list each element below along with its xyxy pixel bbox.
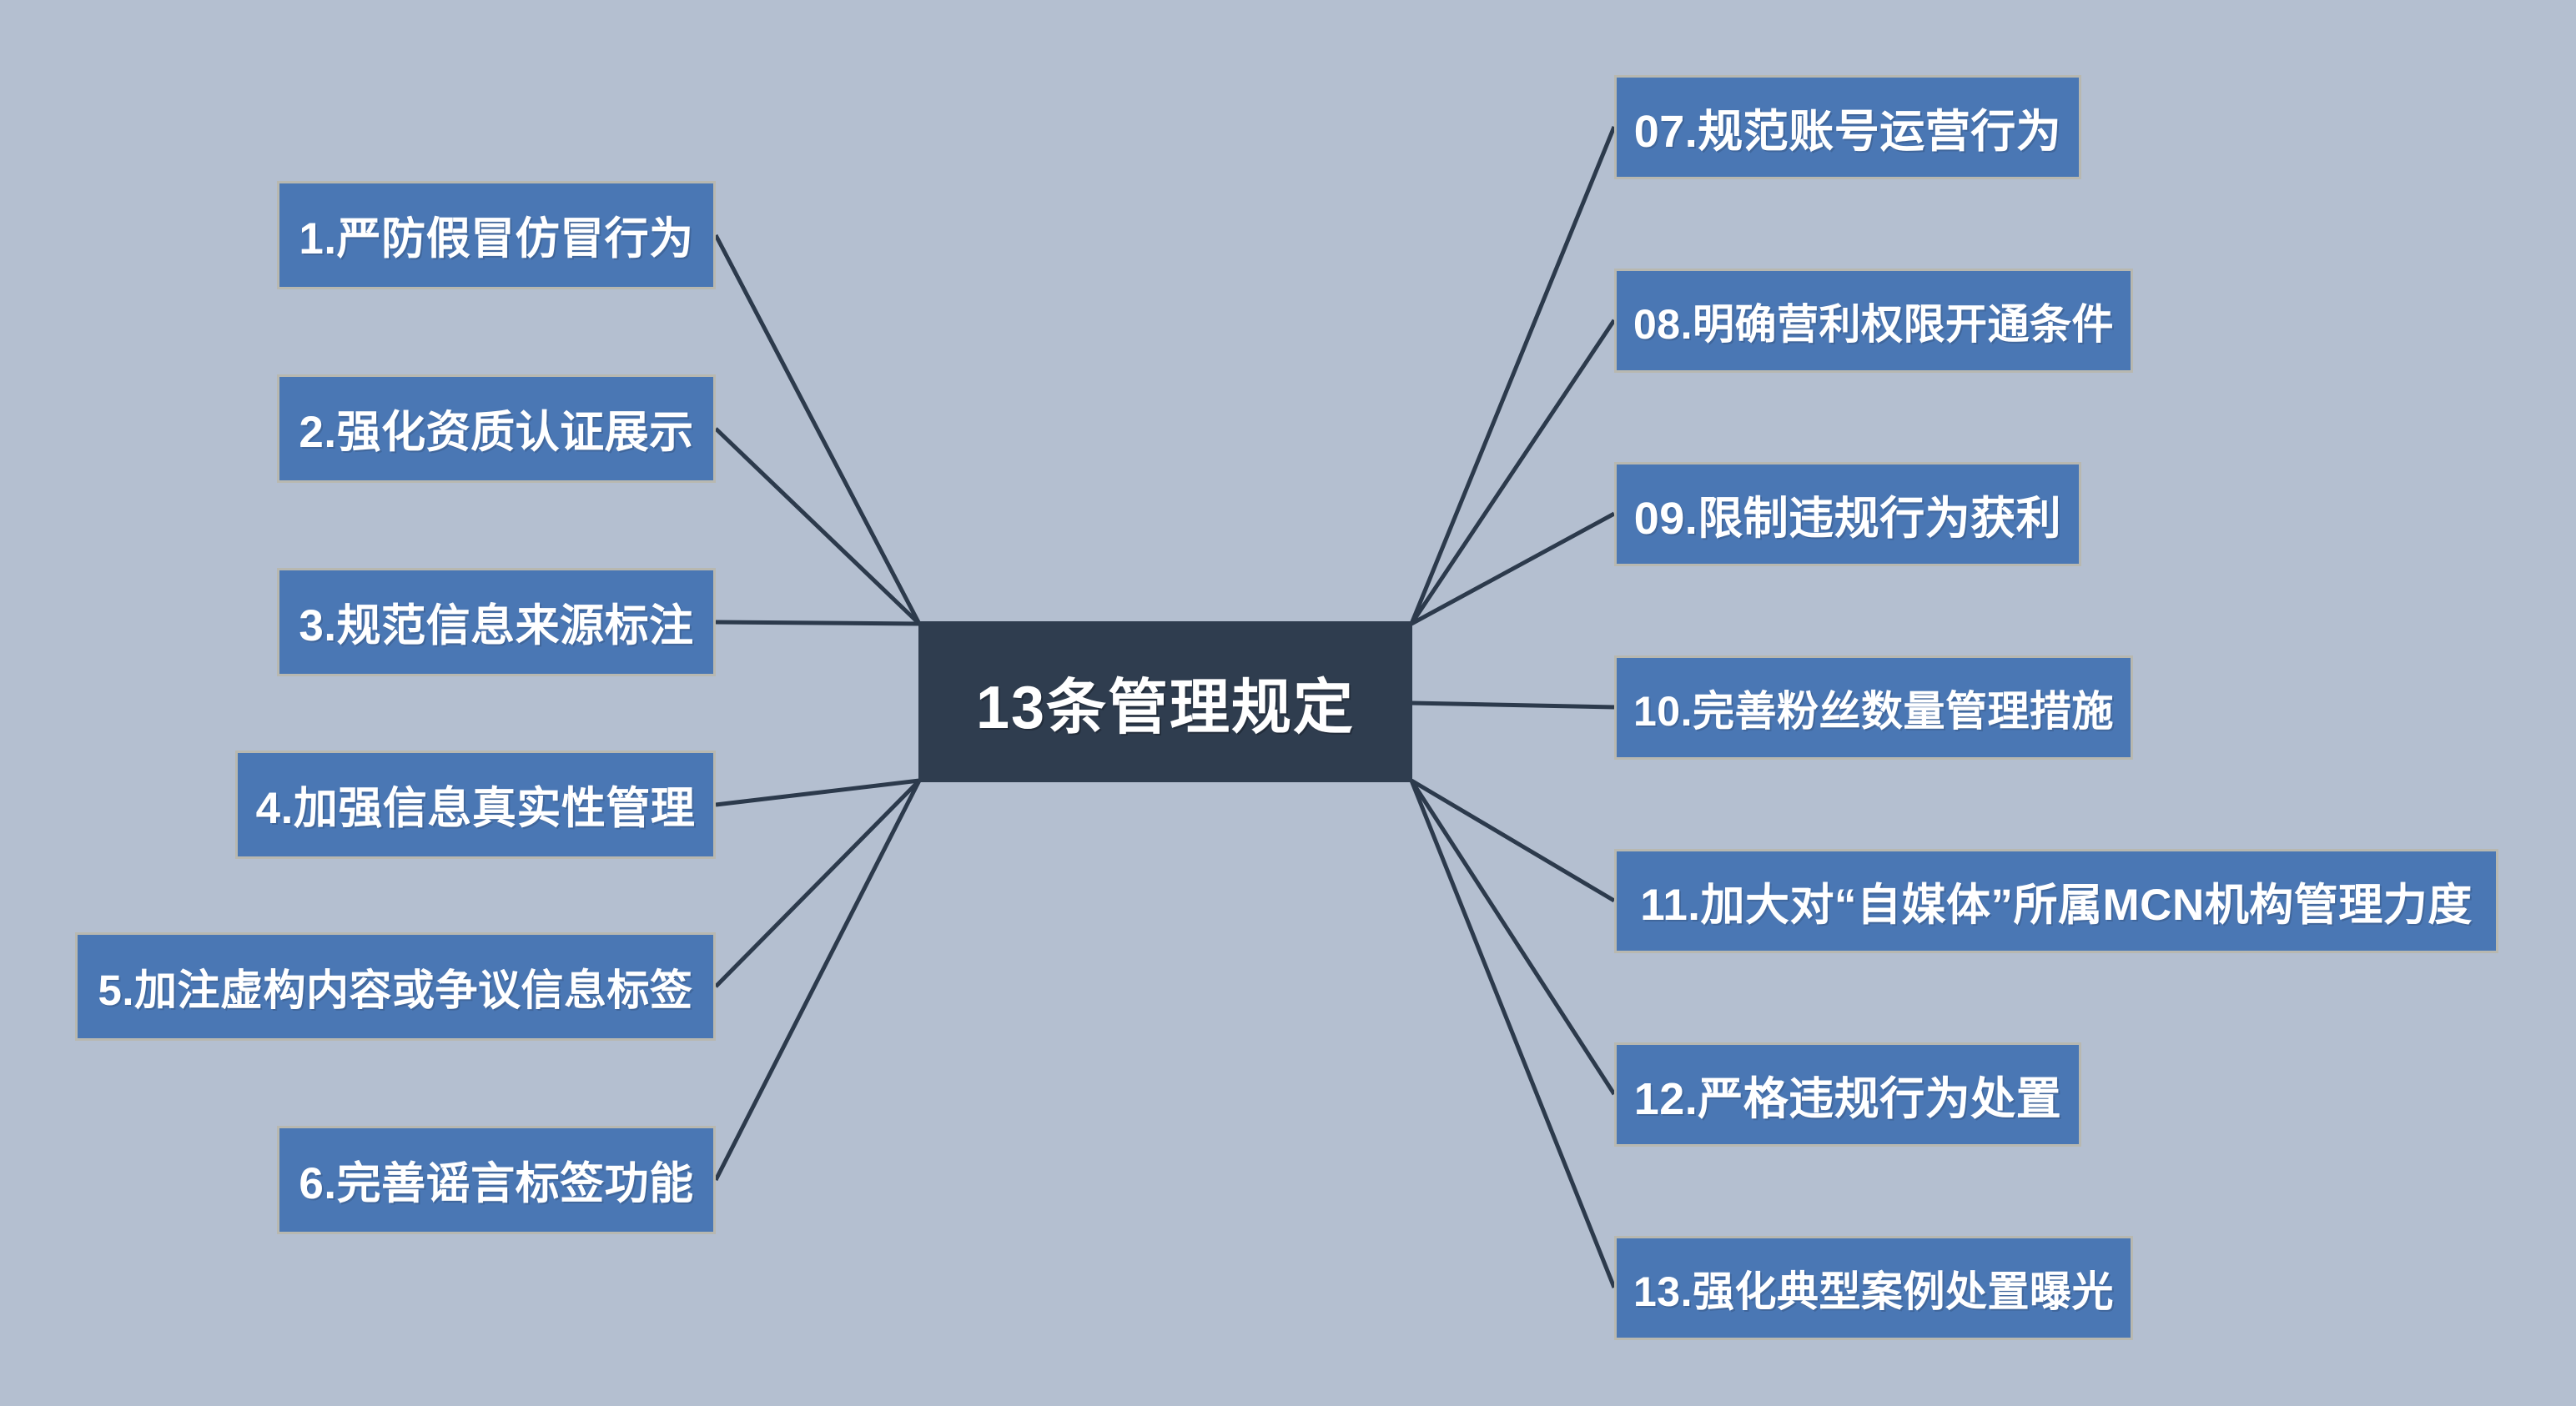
node-4[interactable]: 4.加强信息真实性管理 — [235, 751, 716, 859]
node-10-label: 10.完善粉丝数量管理措施 — [1633, 687, 2115, 735]
connector-line — [1409, 126, 1617, 625]
node-7-label: 07.规范账号运营行为 — [1633, 107, 2062, 157]
connector-line — [714, 427, 921, 625]
connector-line — [1411, 700, 1615, 710]
connector-line — [1409, 780, 1617, 1288]
node-8-label: 08.明确营利权限开通条件 — [1633, 300, 2115, 348]
connector-line — [1409, 779, 1617, 1096]
node-11-label: 11.加大对“自媒体”所属MCN机构管理力度 — [1640, 880, 2473, 930]
connector-line — [714, 779, 921, 988]
node-9-label: 09.限制违规行为获利 — [1633, 494, 2062, 544]
node-5-label: 5.加注虚构内容或争议信息标签 — [98, 967, 693, 1014]
node-6-label: 6.完善谣言标签功能 — [299, 1159, 694, 1208]
connector-line — [1409, 319, 1617, 625]
node-10[interactable]: 10.完善粉丝数量管理措施 — [1614, 655, 2133, 760]
node-6[interactable]: 6.完善谣言标签功能 — [277, 1126, 716, 1234]
node-9[interactable]: 09.限制违规行为获利 — [1614, 462, 2081, 566]
center-node-label: 13条管理规定 — [975, 675, 1356, 741]
node-1[interactable]: 1.严防假冒仿冒行为 — [277, 181, 716, 289]
node-3[interactable]: 3.规范信息来源标注 — [277, 568, 716, 676]
node-1-label: 1.严防假冒仿冒行为 — [299, 214, 694, 264]
node-13-label: 13.强化典型案例处置曝光 — [1633, 1268, 2115, 1315]
node-4-label: 4.加强信息真实性管理 — [255, 784, 696, 833]
node-3-label: 3.规范信息来源标注 — [299, 601, 694, 650]
node-8[interactable]: 08.明确营利权限开通条件 — [1614, 269, 2133, 373]
connector-line — [715, 620, 920, 626]
connector-line — [1410, 511, 1616, 626]
connector-line — [1410, 778, 1616, 903]
center-node[interactable]: 13条管理规定 — [918, 621, 1412, 782]
connector-line — [713, 233, 922, 625]
connector-line — [713, 779, 922, 1182]
node-7[interactable]: 07.规范账号运营行为 — [1614, 75, 2081, 179]
node-13[interactable]: 13.强化典型案例处置曝光 — [1614, 1236, 2133, 1340]
connector-line — [715, 778, 920, 807]
node-12-label: 12.严格违规行为处置 — [1633, 1074, 2062, 1124]
node-5[interactable]: 5.加注虚构内容或争议信息标签 — [75, 932, 716, 1041]
node-2-label: 2.强化资质认证展示 — [299, 408, 694, 457]
node-12[interactable]: 12.严格违规行为处置 — [1614, 1042, 2081, 1147]
node-11[interactable]: 11.加大对“自媒体”所属MCN机构管理力度 — [1614, 849, 2498, 953]
node-2[interactable]: 2.强化资质认证展示 — [277, 374, 716, 483]
